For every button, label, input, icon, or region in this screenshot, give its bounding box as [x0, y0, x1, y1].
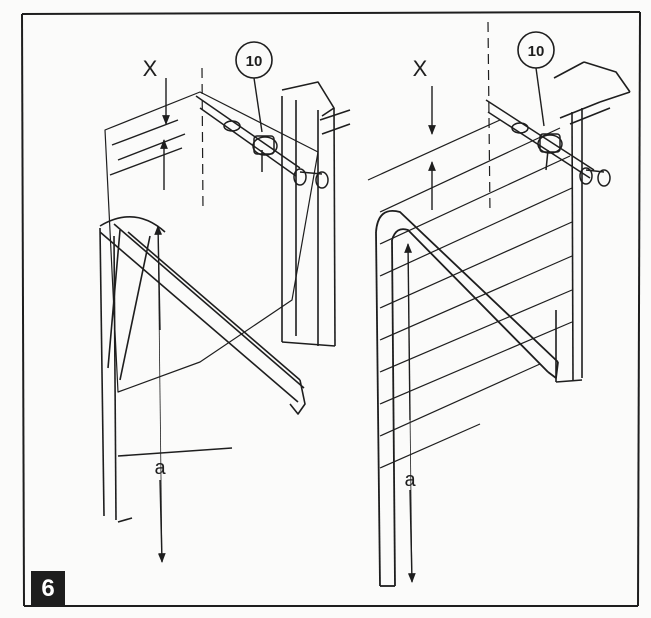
figure-number-badge: 6: [31, 571, 65, 607]
right-callout-10: 10: [517, 31, 555, 127]
left-door-panel: [104, 91, 319, 393]
right-top-rail: [553, 61, 631, 125]
figure-frame: [21, 11, 641, 607]
left-a-label: a: [154, 457, 166, 479]
left-center-line: [201, 67, 204, 213]
left-wall-frame: [281, 81, 351, 347]
left-horizontal-track: [99, 216, 306, 415]
right-a-label: a: [404, 469, 416, 491]
right-a-dimension: [404, 243, 416, 583]
left-x-label: X: [143, 56, 158, 81]
right-callout-number: 10: [528, 43, 545, 60]
right-vertical-track: [375, 231, 396, 587]
left-diagram: [99, 67, 351, 563]
right-bracket-hardware: [485, 99, 611, 187]
left-vertical-track: [99, 227, 233, 523]
right-diagram: [367, 21, 631, 587]
left-callout-number: 10: [246, 53, 263, 70]
right-x-label: X: [413, 56, 428, 81]
left-a-dimension: [154, 225, 166, 563]
left-bracket-hardware: [195, 95, 329, 189]
right-center-line: [487, 21, 491, 215]
left-x-dimension: [160, 78, 170, 190]
left-callout-10: 10: [235, 41, 273, 133]
